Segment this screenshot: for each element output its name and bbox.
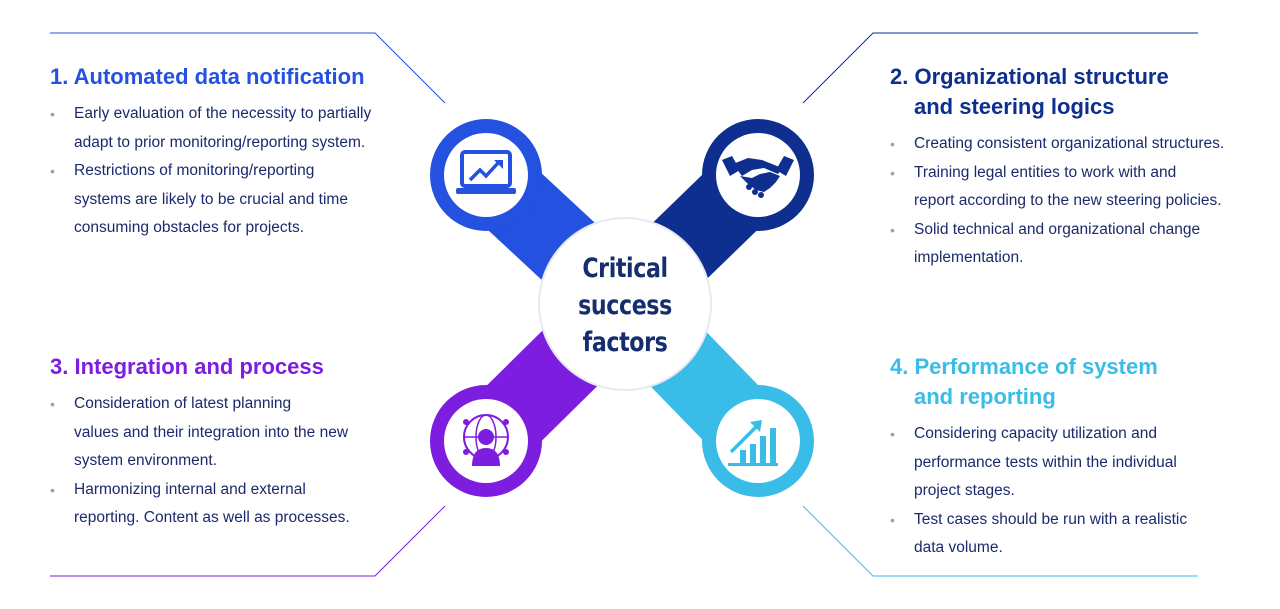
- handshake-icon: [722, 156, 794, 198]
- bullet-list: Early evaluation of the necessity to par…: [50, 100, 410, 243]
- growth-chart-icon: [728, 420, 778, 466]
- bullet-item: Harmonizing internal and external report…: [50, 476, 410, 533]
- section-heading: 3. Integration and process: [50, 354, 324, 379]
- center-label: Critical success factors: [557, 250, 693, 361]
- center-label-line: factors: [582, 327, 668, 358]
- section-automated-data-notification: 1. Automated data notification Early eva…: [50, 62, 410, 243]
- connector-line-1: [50, 32, 446, 104]
- bullet-item: Solid technical and organizational chang…: [890, 216, 1260, 273]
- center-circle: [538, 217, 712, 391]
- bullet-item: Test cases should be run with a realisti…: [890, 506, 1260, 563]
- connector-line-3: [50, 505, 446, 577]
- bullet-item: Restrictions of monitoring/reporting sys…: [50, 157, 410, 243]
- laptop-chart-icon: [456, 150, 516, 194]
- bullet-list: Considering capacity utilization and per…: [890, 420, 1260, 563]
- section-performance-of-system: 4. Performance of system and reporting C…: [890, 352, 1260, 563]
- section-heading: 4. Performance of system and reporting: [890, 354, 1158, 409]
- center-label-line: success: [578, 290, 672, 321]
- bullet-item: Considering capacity utilization and per…: [890, 420, 1260, 506]
- bullet-item: Consideration of latest planning values …: [50, 390, 410, 476]
- bullet-item: Creating consistent organizational struc…: [890, 130, 1260, 159]
- bullet-item: Training legal entities to work with and…: [890, 159, 1260, 216]
- bullet-list: Consideration of latest planning values …: [50, 390, 410, 533]
- section-integration-and-process: 3. Integration and process Consideration…: [50, 352, 410, 533]
- center-label-line: Critical: [582, 253, 668, 284]
- bullet-item: Early evaluation of the necessity to par…: [50, 100, 410, 157]
- person-network-icon: [463, 414, 509, 466]
- section-heading: 2. Organizational structure and steering…: [890, 64, 1169, 119]
- bullet-list: Creating consistent organizational struc…: [890, 130, 1260, 273]
- section-heading: 1. Automated data notification: [50, 64, 365, 89]
- section-organizational-structure: 2. Organizational structure and steering…: [890, 62, 1260, 273]
- connector-line-4: [802, 505, 1198, 577]
- connector-line-2: [802, 32, 1198, 104]
